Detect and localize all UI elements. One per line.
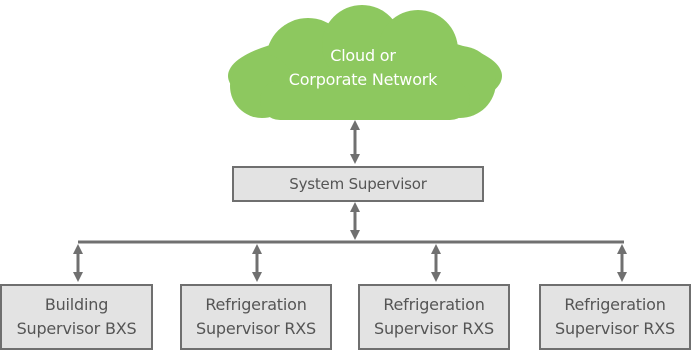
building-supervisor-box: Building Supervisor BXS bbox=[0, 284, 153, 350]
supervisor-label-line1: Building bbox=[44, 295, 109, 314]
cloud-label-line2: Corporate Network bbox=[288, 70, 438, 89]
supervisor-label-line2: Supervisor BXS bbox=[16, 319, 137, 338]
supervisor-label-line1: Refrigeration bbox=[564, 295, 666, 314]
cloud-shape bbox=[228, 5, 502, 120]
supervisor-label-line2: Supervisor RXS bbox=[195, 319, 316, 338]
supervisor-label-line1: Refrigeration bbox=[383, 295, 485, 314]
system-supervisor-label: System Supervisor bbox=[289, 175, 427, 193]
refrigeration-supervisor-box: Refrigeration Supervisor RXS bbox=[358, 284, 510, 350]
supervisor-label-line1: Refrigeration bbox=[205, 295, 307, 314]
cloud-label: Cloud or Corporate Network bbox=[268, 44, 458, 92]
supervisor-label-line2: Supervisor RXS bbox=[373, 319, 494, 338]
system-supervisor-box: System Supervisor bbox=[232, 166, 484, 202]
supervisor-label-line2: Supervisor RXS bbox=[554, 319, 675, 338]
cloud-label-line1: Cloud or bbox=[330, 46, 396, 65]
refrigeration-supervisor-box: Refrigeration Supervisor RXS bbox=[539, 284, 691, 350]
refrigeration-supervisor-box: Refrigeration Supervisor RXS bbox=[180, 284, 332, 350]
